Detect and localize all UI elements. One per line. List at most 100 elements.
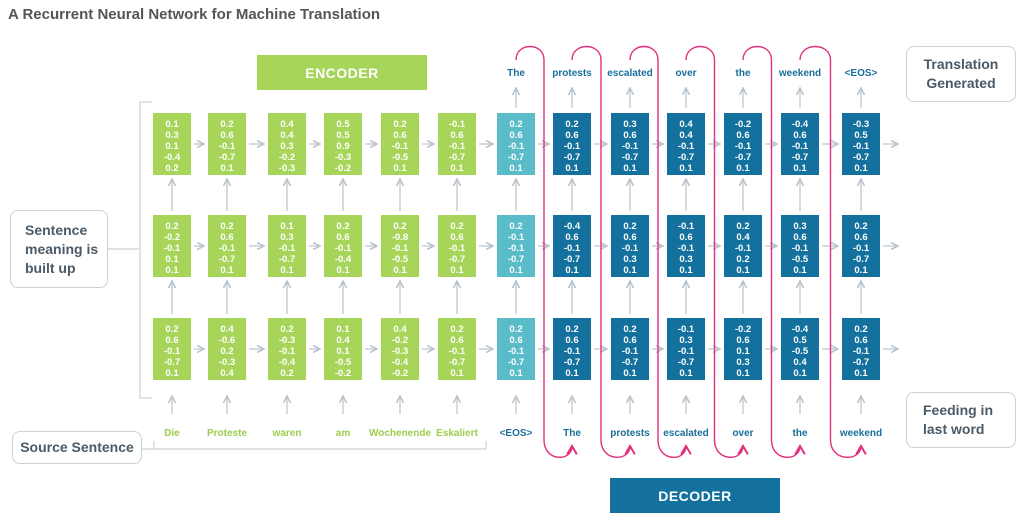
cell-value: 0.1 (336, 346, 350, 357)
cell-box (842, 215, 880, 277)
cell-value: 0.1 (736, 265, 750, 276)
cell-value: 0.6 (565, 335, 578, 346)
cell-value: 0.6 (509, 130, 522, 141)
cell-value: 0.1 (565, 163, 579, 174)
cell-value: 0.2 (336, 221, 349, 232)
feedback-loop (685, 45, 743, 459)
cell-value: 0.1 (736, 368, 750, 379)
cell-value: -0.7 (792, 152, 808, 163)
cell-value: 0.1 (793, 163, 807, 174)
cell-value: 0.4 (220, 368, 234, 379)
hidden-state-cell: 0.2-0.2-0.10.10.1 (153, 215, 191, 277)
hidden-state-cell: -0.20.6-0.1-0.70.1 (724, 113, 762, 175)
hidden-state-cell: -0.10.6-0.10.30.1 (667, 215, 705, 277)
cell-value: -0.2 (392, 335, 408, 346)
cell-value: 0.1 (565, 265, 579, 276)
input-word: escalated (663, 428, 709, 439)
cell-value: -0.3 (279, 163, 295, 174)
cell-value: 0.1 (509, 163, 523, 174)
cell-value: -0.7 (508, 254, 524, 265)
cell-value: 0.3 (623, 119, 636, 130)
cell-box (781, 318, 819, 380)
cell-value: -0.1 (508, 141, 525, 152)
hidden-state-cell: 0.20.6-0.1-0.70.1 (438, 318, 476, 380)
feedback-loop (515, 45, 572, 459)
cell-value: 0.1 (854, 163, 868, 174)
cell-box (842, 318, 880, 380)
cell-value: 0.6 (509, 335, 522, 346)
hidden-state-cell: 0.40.4-0.1-0.70.1 (667, 113, 705, 175)
cell-value: 0.3 (679, 335, 692, 346)
cell-box (153, 318, 191, 380)
cell-value: -0.1 (678, 243, 695, 254)
cell-value: -0.1 (853, 346, 870, 357)
cell-value: 0.6 (679, 232, 692, 243)
cell-value: 0.4 (220, 324, 234, 335)
cell-value: 0.2 (854, 221, 867, 232)
hidden-state-cell: 0.20.6-0.1-0.70.1 (553, 318, 591, 380)
cell-value: 0.3 (679, 254, 692, 265)
cell-value: -0.4 (792, 324, 809, 335)
cell-value: -0.3 (392, 346, 408, 357)
feedback-loop (629, 45, 686, 459)
cell-value: 0.3 (623, 254, 636, 265)
cell-value: 0.4 (393, 324, 407, 335)
cell-value: 0.6 (565, 232, 578, 243)
cell-value: -0.1 (164, 346, 181, 357)
cell-value: 0.4 (736, 232, 750, 243)
meaning-bracket (139, 101, 152, 399)
cell-value: 0.2 (280, 324, 293, 335)
cell-box (208, 318, 246, 380)
hidden-state-cell: 0.20.6-0.1-0.70.1 (497, 113, 535, 175)
cell-box (208, 215, 246, 277)
cell-value: -0.5 (792, 254, 809, 265)
cell-value: -0.4 (164, 152, 181, 163)
cell-value: 0.2 (280, 368, 293, 379)
cell-value: 0.4 (280, 119, 294, 130)
cell-value: 0.2 (736, 221, 749, 232)
cell-value: -0.3 (853, 119, 869, 130)
cell-value: -0.2 (335, 368, 351, 379)
cell-box (611, 318, 649, 380)
cell-box (268, 318, 306, 380)
cell-box (667, 113, 705, 175)
cell-value: -0.4 (792, 119, 809, 130)
cell-value: -0.1 (622, 243, 639, 254)
cell-value: 0.2 (623, 324, 636, 335)
cell-value: -0.7 (853, 152, 869, 163)
cell-value: -0.7 (735, 152, 751, 163)
cell-value: 0.1 (165, 265, 179, 276)
sentence-meaning-box: Sentence meaning is built up (10, 210, 108, 288)
hidden-state-cell: 0.4-0.2-0.3-0.4-0.2 (381, 318, 419, 380)
cell-box (324, 113, 362, 175)
input-word: Die (164, 428, 180, 439)
cell-value: 0.2 (509, 324, 522, 335)
source-sentence-box: Source Sentence (12, 431, 142, 464)
hidden-state-cell: -0.40.6-0.1-0.70.1 (553, 215, 591, 277)
cell-value: -0.1 (164, 243, 181, 254)
cell-value: -0.4 (564, 221, 581, 232)
cell-value: 0.4 (280, 130, 294, 141)
cell-value: 0.6 (854, 335, 867, 346)
cell-value: 0.1 (450, 265, 464, 276)
cell-value: -0.1 (678, 324, 695, 335)
cell-value: 0.5 (854, 130, 868, 141)
cell-value: -0.2 (735, 119, 751, 130)
cell-value: -0.1 (678, 221, 695, 232)
page-title: A Recurrent Neural Network for Machine T… (8, 6, 381, 23)
cell-value: -0.8 (392, 232, 408, 243)
cell-value: -0.7 (508, 152, 524, 163)
cell-value: 0.6 (450, 335, 463, 346)
cell-value: -0.2 (164, 232, 180, 243)
cell-value: -0.2 (392, 368, 408, 379)
cell-value: 0.1 (165, 141, 179, 152)
cell-value: -0.7 (508, 357, 524, 368)
feedback-loop (571, 45, 630, 459)
cell-value: -0.7 (449, 254, 465, 265)
cell-value: 0.6 (623, 232, 636, 243)
cell-value: 0.1 (679, 265, 693, 276)
cell-value: 0.5 (793, 335, 807, 346)
cell-value: -0.7 (853, 254, 869, 265)
cell-value: -0.4 (392, 357, 409, 368)
output-word: <EOS> (845, 68, 878, 79)
